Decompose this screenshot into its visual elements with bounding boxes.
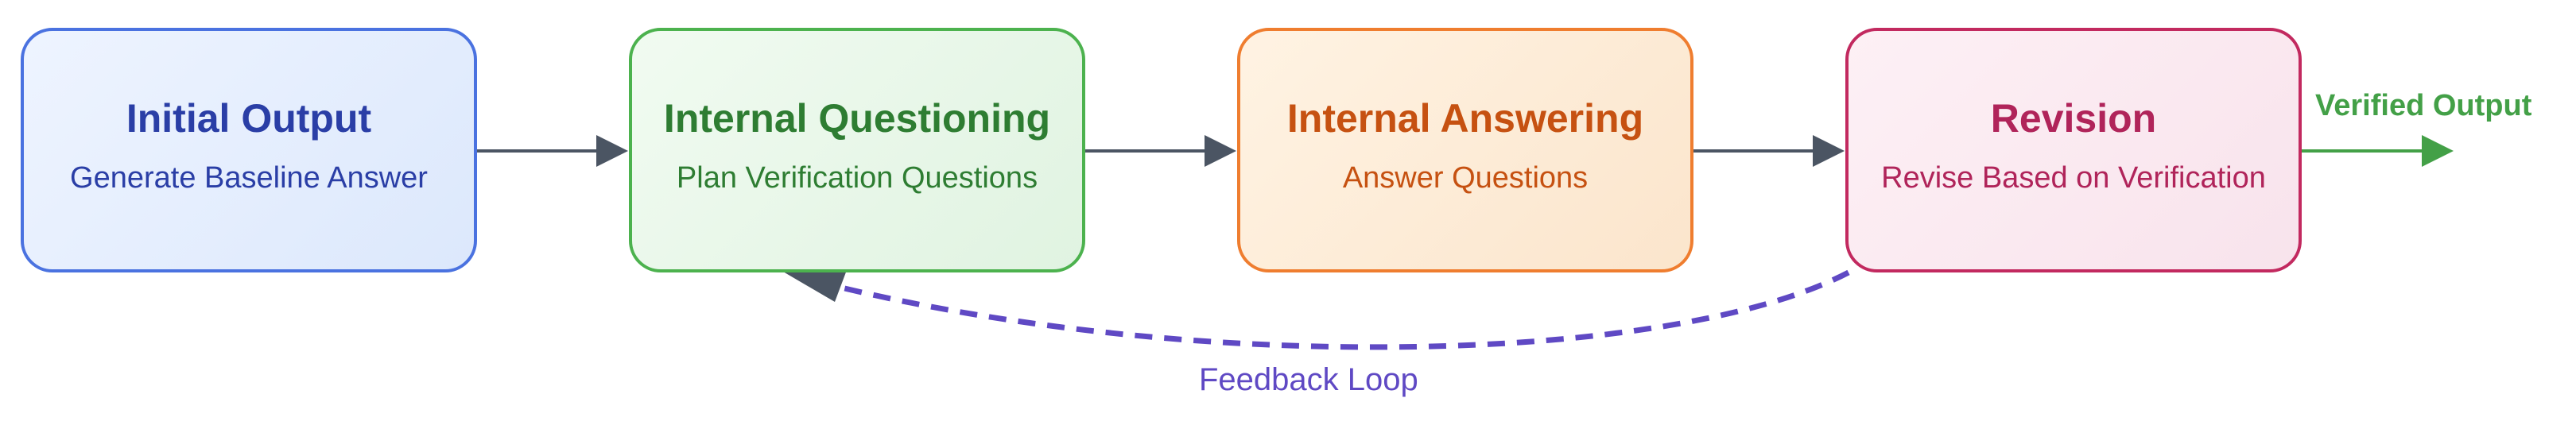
node-internal-questioning: Internal Questioning Plan Verification Q… [629, 28, 1085, 272]
node-subtitle: Revise Based on Verification [1881, 161, 2266, 195]
node-title: Revision [1990, 96, 2157, 141]
feedback-loop-arrowhead [783, 264, 849, 302]
node-internal-answering: Internal Answering Answer Questions [1237, 28, 1693, 272]
node-revision: Revision Revise Based on Verification [1845, 28, 2302, 272]
feedback-loop-label: Feedback Loop [1199, 362, 1418, 397]
node-title: Initial Output [126, 96, 372, 141]
node-subtitle: Plan Verification Questions [676, 161, 1038, 195]
node-initial-output: Initial Output Generate Baseline Answer [21, 28, 477, 272]
node-title: Internal Questioning [663, 96, 1051, 141]
feedback-loop-arrow [834, 269, 1850, 350]
node-subtitle: Answer Questions [1342, 161, 1589, 195]
verified-output-label: Verified Output [2315, 89, 2532, 122]
node-title: Internal Answering [1286, 96, 1644, 141]
node-subtitle: Generate Baseline Answer [70, 161, 428, 195]
